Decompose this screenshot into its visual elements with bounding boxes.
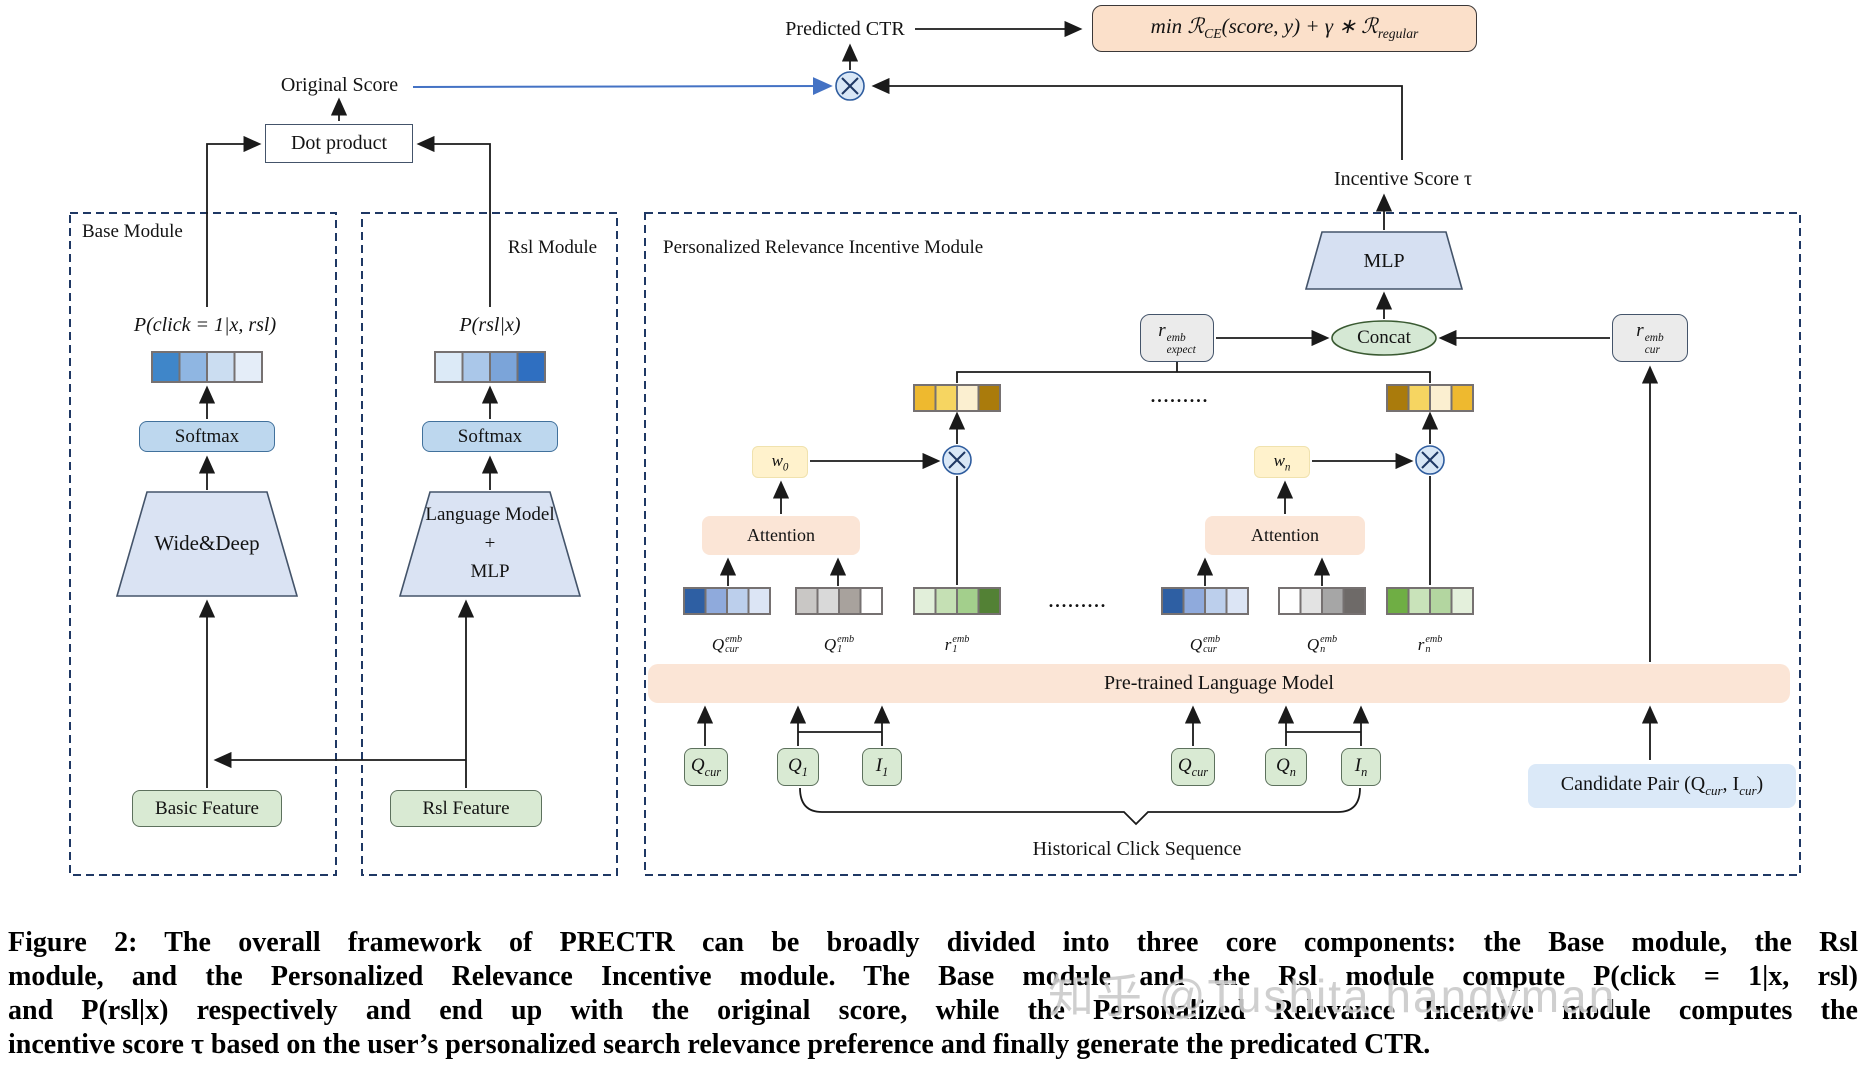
base-softmax-box: Softmax <box>139 421 275 452</box>
loss-formula: min ℛCE(score, y) + γ ∗ ℛregular <box>1150 14 1419 42</box>
multiply-icon <box>835 71 865 101</box>
dot-product-box: Dot product <box>265 124 413 163</box>
base-output-bar <box>151 351 263 383</box>
attention-left-box: Attention <box>702 516 860 555</box>
history-sequence-label: Historical Click Sequence <box>1032 837 1242 860</box>
language-model-label: Language Model + MLP <box>425 504 555 583</box>
rsl-output-bar <box>434 351 546 383</box>
rsl-feature-box: Rsl Feature <box>390 790 542 827</box>
attention-right-box: Attention <box>1205 516 1365 555</box>
input-i1: I1 <box>862 748 902 786</box>
weighted-bar-left <box>913 384 1001 412</box>
rsl-module-frame <box>361 212 618 876</box>
emb-bar-qn <box>1278 587 1366 615</box>
emb-bar-q-cur-right <box>1161 587 1249 615</box>
multiply-right-icon <box>1415 445 1445 475</box>
base-output-formula: P(click = 1|x, rsl) <box>133 313 277 336</box>
history-bracket <box>799 787 1361 826</box>
arrow-base-to-dot <box>206 135 262 307</box>
input-in: In <box>1341 748 1381 786</box>
input-q-cur-left: Qcur <box>684 748 728 786</box>
weighted-bar-right <box>1386 384 1474 412</box>
incentive-score-label: Incentive Score τ <box>1334 167 1472 190</box>
diagram-wires <box>69 20 1801 876</box>
basic-feature-box: Basic Feature <box>132 790 282 827</box>
rsl-softmax-box: Softmax <box>422 421 558 452</box>
ellipsis-top: ......... <box>1150 385 1210 406</box>
emb-bar-q1 <box>795 587 883 615</box>
emb-bar-r1 <box>913 587 1001 615</box>
rsl-module-title: Rsl Module <box>507 237 598 258</box>
wn-box: wn <box>1254 446 1310 478</box>
mlp-label: MLP <box>1363 249 1405 272</box>
caption-line-1: Figure 2: The overall framework of PRECT… <box>8 927 1858 958</box>
original-score-label: Original Score <box>280 73 399 96</box>
loss-formula-box: min ℛCE(score, y) + γ ∗ ℛregular <box>1092 5 1477 52</box>
sum-connector <box>956 362 1431 383</box>
emb-bar-q-cur-left <box>683 587 771 615</box>
emb-bar-rn <box>1386 587 1474 615</box>
multiply-left-icon <box>942 445 972 475</box>
arrow-rsl-to-dot <box>416 135 491 307</box>
caption-line-4: incentive score τ based on the user’s pe… <box>8 1029 1431 1060</box>
arrow-original-score-to-mul <box>412 77 833 96</box>
figure-caption: Figure 2: The overall framework of PRECT… <box>8 926 1858 1062</box>
mlp-trapezoid <box>1304 231 1464 290</box>
input-qn: Qn <box>1265 748 1307 786</box>
input-q-cur-right: Qcur <box>1171 748 1215 786</box>
arrow-incentive-to-mul <box>871 77 1403 160</box>
input-q1: Q1 <box>777 748 819 786</box>
pretrained-lm-bar: Pre-trained Language Model <box>648 664 1790 703</box>
ellipsis-mid: ......... <box>1048 590 1108 611</box>
language-model-trapezoid <box>398 491 582 597</box>
caption-line-3: and P(rsl|x) respectively and end up wit… <box>8 995 1858 1026</box>
concat-ellipse <box>1331 320 1437 356</box>
zhihu-watermark: 知乎 @Tushita handyman <box>1048 970 1617 1022</box>
predicted-ctr-label: Predicted CTR <box>785 17 905 40</box>
base-module-frame <box>69 212 337 876</box>
base-module-title: Base Module <box>82 221 183 242</box>
w0-box: w0 <box>752 446 808 478</box>
wide-deep-label: Wide&Deep <box>154 530 260 555</box>
candidate-pair-box: Candidate Pair (Qcur, Icur) <box>1528 764 1796 808</box>
pri-module-title: Personalized Relevance Incentive Module <box>663 237 984 258</box>
rsl-output-formula: P(rsl|x) <box>459 313 521 336</box>
caption-line-2: module, and the Personalized Relevance I… <box>8 961 1858 992</box>
wide-deep-trapezoid <box>115 491 299 597</box>
pri-module-frame <box>644 212 1801 876</box>
concat-label: Concat <box>1357 327 1411 348</box>
